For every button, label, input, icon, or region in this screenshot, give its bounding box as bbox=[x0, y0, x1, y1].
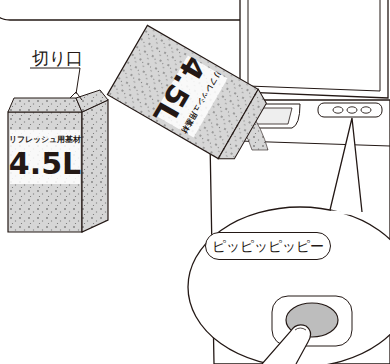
sound-text: ピッピッピッピー bbox=[212, 239, 324, 253]
refill-bag bbox=[8, 112, 82, 232]
dryer-bin bbox=[248, 0, 380, 91]
callout-circle bbox=[331, 212, 361, 214]
refill-bag bbox=[8, 90, 108, 232]
bag-print: リフレッシュ用基材 bbox=[9, 136, 81, 144]
button-press bbox=[262, 325, 311, 364]
callout-circle bbox=[188, 207, 390, 364]
pouring-bag bbox=[107, 25, 270, 165]
refill-bag bbox=[8, 98, 82, 112]
dryer-bin bbox=[333, 107, 343, 113]
refill-bag bbox=[76, 90, 108, 112]
pouring-bag bbox=[218, 89, 270, 165]
leader-line bbox=[30, 68, 80, 94]
dryer-bin bbox=[361, 107, 371, 113]
part-label: 切り口 bbox=[32, 50, 83, 67]
sound-bubble: ピッピッピッピー bbox=[205, 232, 331, 260]
bag-volume: 4.5L bbox=[9, 149, 81, 179]
button-press bbox=[262, 296, 352, 364]
leader-line bbox=[30, 68, 80, 94]
dryer-bin bbox=[318, 103, 382, 117]
refill-bag bbox=[82, 100, 108, 232]
callout-circle bbox=[330, 118, 362, 212]
dryer-bin bbox=[347, 107, 357, 113]
button-press bbox=[295, 328, 306, 330]
callout-circle bbox=[188, 118, 390, 364]
dryer-bin bbox=[240, 0, 388, 98]
